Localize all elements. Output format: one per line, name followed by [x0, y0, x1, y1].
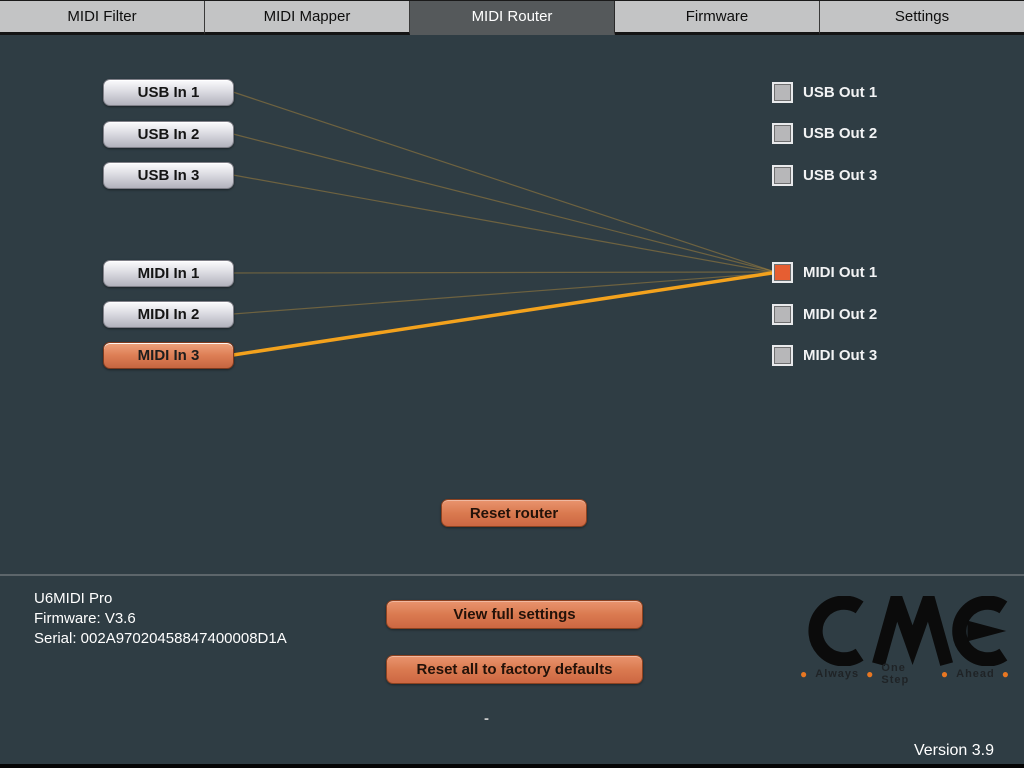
- device-name: U6MIDI Pro: [34, 590, 113, 607]
- output-row-midi-out-2: MIDI Out 2: [772, 303, 877, 325]
- input-usb-in-2[interactable]: USB In 2: [103, 121, 234, 148]
- midi-out-2-label: MIDI Out 2: [803, 305, 878, 323]
- midi-out-3-checkbox[interactable]: [772, 344, 793, 366]
- input-usb-in-3[interactable]: USB In 3: [103, 162, 234, 189]
- input-midi-in-3[interactable]: MIDI In 3: [103, 342, 234, 369]
- tab-midi-mapper[interactable]: MIDI Mapper: [205, 1, 410, 35]
- tagline-dot: ●: [1001, 667, 1010, 681]
- usb-out-1-checkbox[interactable]: [772, 81, 793, 103]
- connection-line-midi2: [232, 272, 773, 315]
- view-full-settings-button[interactable]: View full settings: [386, 600, 643, 629]
- device-serial: Serial: 002A97020458847400008D1A: [34, 630, 287, 647]
- input-midi-in-1[interactable]: MIDI In 1: [103, 260, 234, 287]
- output-row-usb-out-2: USB Out 2: [772, 122, 877, 144]
- footer-dash: -: [484, 710, 489, 727]
- tab-midi-router[interactable]: MIDI Router: [410, 1, 615, 35]
- usb-out-1-label: USB Out 1: [803, 83, 878, 101]
- output-row-midi-out-3: MIDI Out 3: [772, 344, 877, 366]
- tab-firmware[interactable]: Firmware: [615, 1, 820, 35]
- input-midi-in-2[interactable]: MIDI In 2: [103, 301, 234, 328]
- cme-logo-glyphs: [808, 577, 1008, 667]
- tab-settings[interactable]: Settings: [820, 1, 1024, 35]
- usb-out-2-label: USB Out 2: [803, 124, 878, 142]
- device-firmware: Firmware: V3.6: [34, 610, 136, 627]
- cme-tagline: ● Always ● One Step ● Ahead ●: [800, 662, 1010, 686]
- version-label: Version 3.9: [913, 742, 994, 759]
- bottom-edge-strip: [0, 764, 1024, 768]
- tagline-word-ahead: Ahead: [956, 668, 995, 680]
- cme-logo: ● Always ● One Step ● Ahead ●: [800, 577, 1010, 688]
- tagline-word-one-step: One Step: [881, 662, 910, 686]
- midi-out-1-label: MIDI Out 1: [803, 263, 878, 281]
- tagline-word-always: Always: [815, 668, 860, 680]
- tab-bar: MIDI Filter MIDI Mapper MIDI Router Firm…: [0, 0, 1024, 35]
- connection-line-usb2: [232, 133, 773, 272]
- connection-line-usb3: [232, 174, 773, 273]
- output-row-midi-out-1: MIDI Out 1: [772, 261, 877, 283]
- midi-out-2-checkbox[interactable]: [772, 303, 793, 325]
- usb-out-3-label: USB Out 3: [803, 166, 878, 184]
- factory-reset-button[interactable]: Reset all to factory defaults: [386, 655, 643, 684]
- input-usb-in-1[interactable]: USB In 1: [103, 79, 234, 106]
- tab-midi-filter[interactable]: MIDI Filter: [0, 1, 205, 35]
- connection-line-usb1: [232, 91, 773, 272]
- tagline-dot: ●: [940, 667, 950, 681]
- output-row-usb-out-1: USB Out 1: [772, 81, 877, 103]
- tagline-dot: ●: [866, 667, 875, 681]
- midi-out-1-checkbox[interactable]: [772, 261, 793, 283]
- reset-router-button[interactable]: Reset router: [441, 499, 587, 527]
- footer-divider: [0, 574, 1024, 576]
- tagline-dot: ●: [800, 667, 809, 681]
- connection-line-midi3-active: [232, 271, 773, 357]
- output-row-usb-out-3: USB Out 3: [772, 164, 877, 186]
- device-info: U6MIDI Pro Firmware: V3.6 Serial: 002A97…: [34, 589, 287, 649]
- midi-out-3-label: MIDI Out 3: [803, 346, 878, 364]
- usb-out-3-checkbox[interactable]: [772, 164, 793, 186]
- connection-line-midi1: [232, 271, 773, 274]
- usb-out-2-checkbox[interactable]: [772, 122, 793, 144]
